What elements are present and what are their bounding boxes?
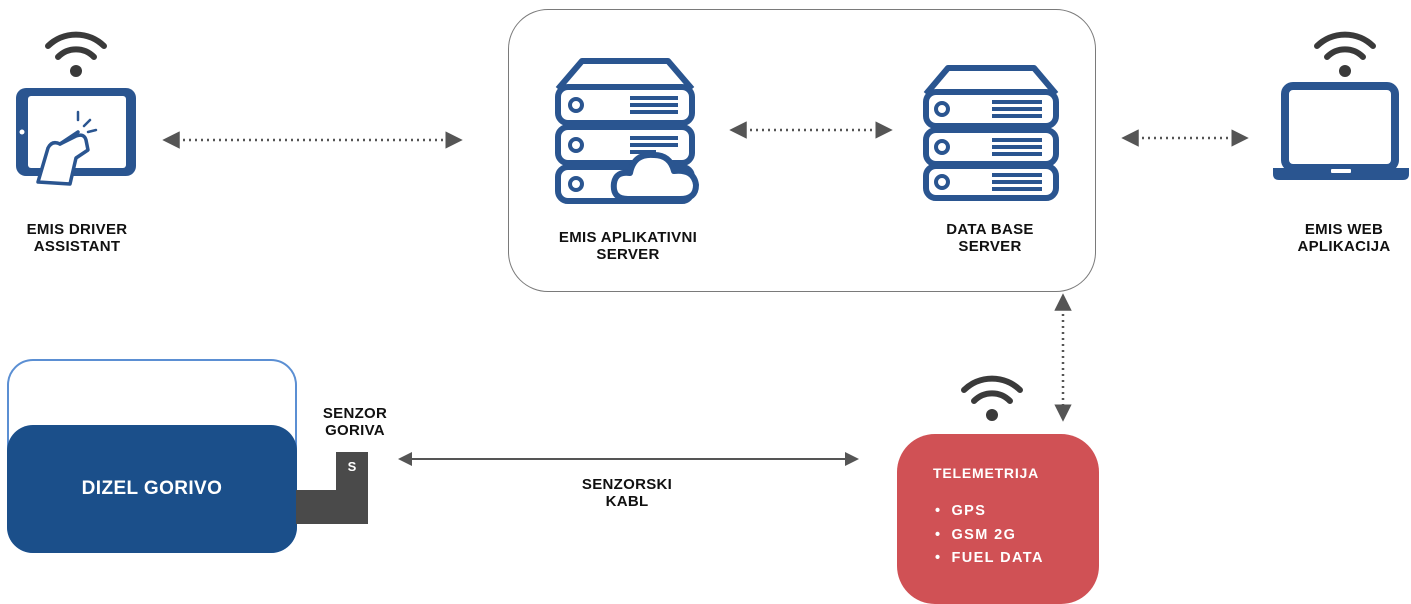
label-line: APLIKACIJA	[1297, 238, 1391, 255]
label-line: GORIVA	[325, 422, 385, 439]
fuel-sensor-icon	[296, 452, 368, 524]
diesel-tank: DIZEL GORIVO	[7, 425, 297, 553]
fuel-sensor-label: SENZOR GORIVA	[306, 405, 404, 439]
label-line: EMIS APLIKATIVNI	[558, 229, 698, 246]
label-line: SERVER	[596, 246, 660, 263]
sensor-cable-label: SENZORSKI KABL	[552, 476, 702, 510]
list-item: FUEL DATA	[935, 547, 1044, 571]
db-server-label: DATA BASE SERVER	[910, 221, 1070, 255]
list-item: GSM 2G	[935, 524, 1044, 548]
driver-assistant-label: EMIS DRIVER ASSISTANT	[14, 221, 140, 255]
label-line: SENZORSKI	[581, 476, 673, 493]
database-server-icon	[923, 65, 1059, 201]
telemetry-box: TELEMETRIJA GPS GSM 2G FUEL DATA	[897, 434, 1099, 604]
label-line: SERVER	[958, 238, 1022, 255]
laptop-icon	[1273, 82, 1409, 180]
telemetry-list: GPS GSM 2G FUEL DATA	[935, 500, 1044, 571]
list-item: GPS	[935, 500, 1044, 524]
wifi-icon	[1314, 31, 1376, 77]
tablet-touch-icon	[16, 88, 136, 186]
label-line: SENZOR	[322, 405, 388, 422]
label-line: KABL	[605, 493, 649, 510]
tank-label: DIZEL GORIVO	[81, 478, 223, 499]
server-group-box	[508, 9, 1096, 292]
label-line: EMIS DRIVER	[26, 221, 128, 238]
app-server-label: EMIS APLIKATIVNI SERVER	[520, 229, 736, 263]
web-app-label: EMIS WEB APLIKACIJA	[1281, 221, 1407, 255]
label-line: DATA BASE	[946, 221, 1034, 238]
cloud-server-icon	[555, 58, 699, 204]
sensor-badge: S	[347, 459, 357, 474]
label-line: EMIS WEB	[1304, 221, 1384, 238]
telemetry-title: TELEMETRIJA	[933, 465, 1040, 481]
wifi-icon	[45, 31, 107, 77]
wifi-icon	[961, 375, 1023, 421]
label-line: ASSISTANT	[33, 238, 121, 255]
